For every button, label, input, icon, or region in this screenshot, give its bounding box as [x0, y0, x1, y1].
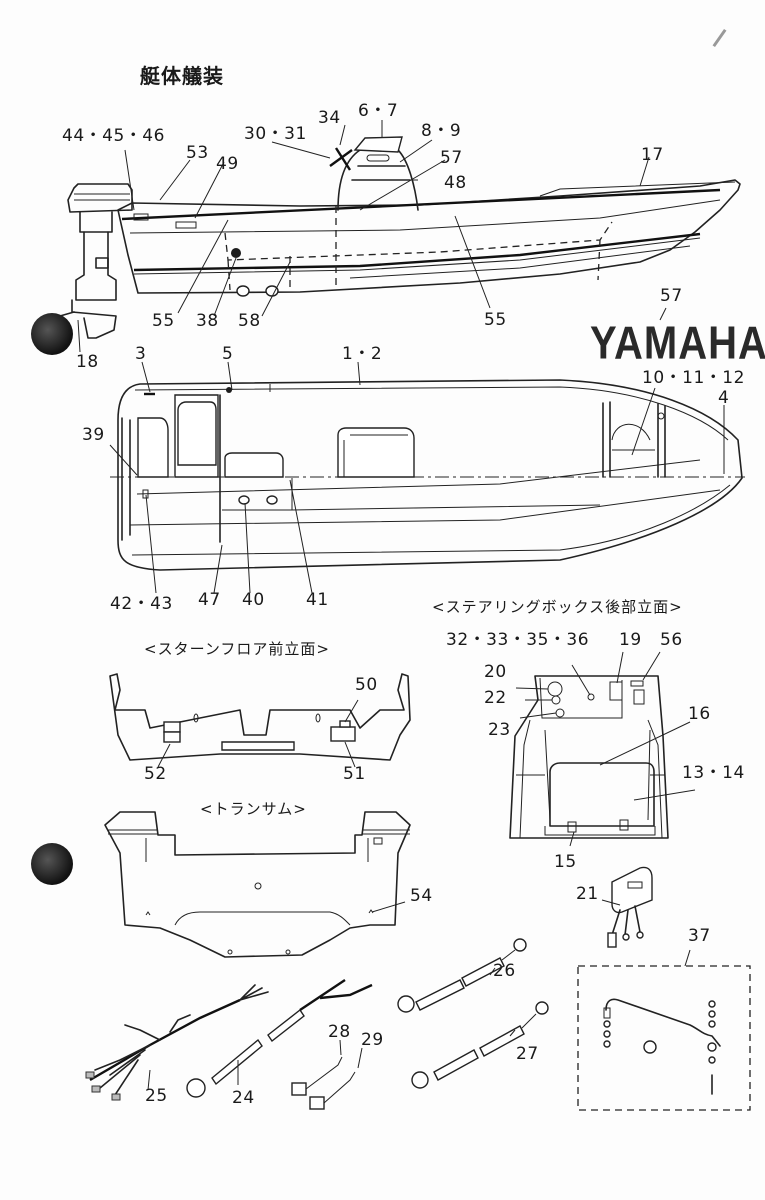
callout-26: 26 — [493, 961, 516, 981]
plan-hull-outline — [117, 379, 743, 571]
callout-22: 22 — [484, 688, 507, 708]
callout-1-2: 1・2 — [342, 344, 383, 364]
callout-57-logo: 57 — [660, 286, 683, 306]
part-28-29-leads — [291, 1039, 363, 1110]
callout-27: 27 — [516, 1044, 539, 1064]
callout-41: 41 — [306, 590, 329, 610]
callout-30-31: 30・31 — [244, 124, 307, 144]
callout-18: 18 — [76, 352, 99, 372]
registration-dot-upper — [31, 313, 73, 355]
caption-transom: <トランサム> — [200, 800, 307, 818]
callout-57-console: 57 — [440, 148, 463, 168]
registration-dot-lower — [31, 843, 73, 885]
callout-37: 37 — [688, 926, 711, 946]
callout-13-14: 13・14 — [682, 763, 745, 783]
callout-16: 16 — [688, 704, 711, 724]
callout-42-43: 42・43 — [110, 594, 173, 614]
callout-20: 20 — [484, 662, 507, 682]
callout-44-45-46: 44・45・46 — [62, 126, 165, 146]
callout-28: 28 — [328, 1022, 351, 1042]
callout-19: 19 — [619, 630, 642, 650]
plan-view-hull — [109, 361, 745, 594]
part-26-control-cable — [397, 938, 527, 1013]
callout-40: 40 — [242, 590, 265, 610]
part-24-main-harness — [186, 979, 373, 1098]
callout-39: 39 — [82, 425, 105, 445]
callout-47: 47 — [198, 590, 221, 610]
caption-steering-box-rear: <ステアリングボックス後部立面> — [432, 598, 683, 616]
callout-53: 53 — [186, 143, 209, 163]
callout-23: 23 — [488, 720, 511, 740]
callout-49: 49 — [216, 154, 239, 174]
callout-8-9: 8・9 — [421, 121, 462, 141]
part-21-switch-module — [601, 866, 653, 948]
callout-25: 25 — [145, 1086, 168, 1106]
callout-52: 52 — [144, 764, 167, 784]
caption-stern-floor-front: <スターンフロア前立面> — [144, 640, 330, 658]
hull-outline — [117, 179, 741, 294]
transom-view — [104, 811, 411, 958]
callout-17: 17 — [641, 145, 664, 165]
part-37-linkage-kit — [577, 949, 751, 1111]
callout-4: 4 — [718, 388, 730, 408]
callout-5: 5 — [222, 344, 234, 364]
callout-55-bow: 55 — [484, 310, 507, 330]
callout-58: 58 — [238, 311, 261, 331]
steering-box-rear-view — [509, 651, 696, 847]
callout-54: 54 — [410, 886, 433, 906]
callout-51: 51 — [343, 764, 366, 784]
part-25-wiring-harness — [85, 984, 269, 1101]
callout-55-stern: 55 — [152, 311, 175, 331]
side-view-hull — [59, 120, 741, 353]
callout-50: 50 — [355, 675, 378, 695]
stern-floor-front-view — [109, 673, 411, 768]
callout-32-33-35-36: 32・33・35・36 — [446, 630, 590, 650]
callout-56: 56 — [660, 630, 683, 650]
callout-48: 48 — [444, 173, 467, 193]
callout-6-7: 6・7 — [358, 101, 399, 121]
callout-3: 3 — [135, 344, 147, 364]
callout-15: 15 — [554, 852, 577, 872]
yamaha-logo-decal: YAMAHA — [590, 318, 765, 369]
part-27-control-cable — [411, 1001, 549, 1089]
callout-29: 29 — [361, 1030, 384, 1050]
callout-38: 38 — [196, 311, 219, 331]
loose-parts — [85, 866, 751, 1111]
callout-10-11-12: 10・11・12 — [642, 368, 745, 388]
outboard-motor — [59, 183, 133, 339]
callout-34: 34 — [318, 108, 341, 128]
page-title: 艇体艤装 — [140, 64, 224, 88]
callout-21: 21 — [576, 884, 599, 904]
callout-24: 24 — [232, 1088, 255, 1108]
